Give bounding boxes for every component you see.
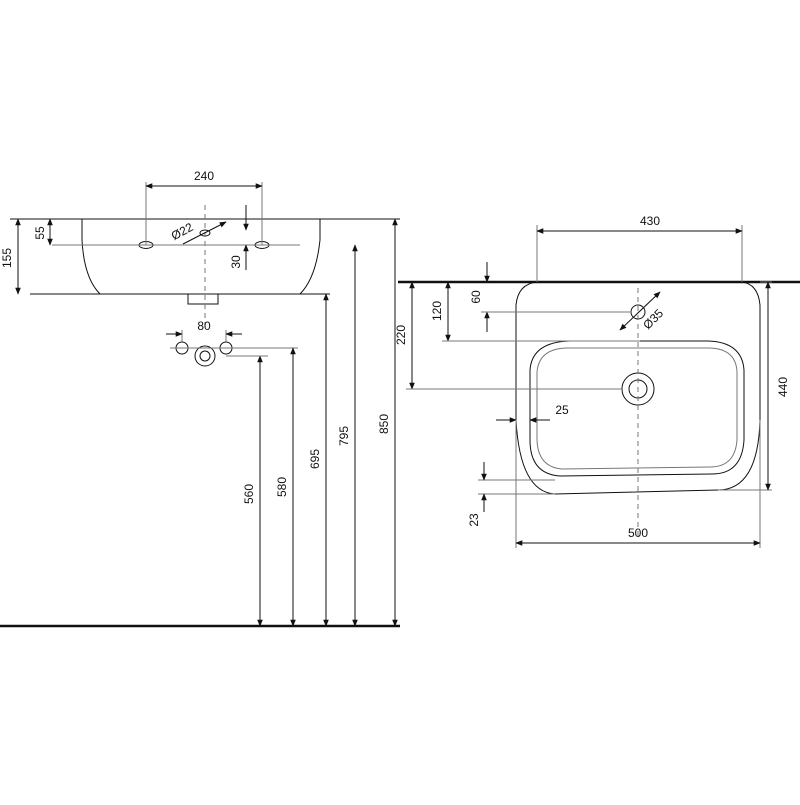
dim-30: 30 <box>229 255 243 269</box>
dim-695: 695 <box>308 449 322 469</box>
dim-850: 850 <box>377 414 391 434</box>
dim-d35: Ø35 <box>640 306 666 332</box>
dim-155: 155 <box>0 248 14 268</box>
dim-55: 55 <box>33 226 47 240</box>
dim-240: 240 <box>194 169 214 183</box>
waste-outlet <box>187 293 219 305</box>
fitting-center-inner <box>199 350 211 362</box>
basin-inner-bowl <box>529 340 745 477</box>
fitting-center-outer <box>194 345 216 367</box>
dim-560: 560 <box>242 484 256 504</box>
basin-inner-bowl-rim <box>536 347 738 470</box>
side-view: 240 55 155 Ø22 30 80 560 580 695 795 850 <box>0 169 400 628</box>
dim-795: 795 <box>337 426 351 446</box>
dim-80: 80 <box>197 319 211 333</box>
dim-580: 580 <box>275 477 289 497</box>
dim-220: 220 <box>394 325 408 345</box>
basin-outline <box>81 219 321 295</box>
dim-500: 500 <box>628 526 648 540</box>
dim-430: 430 <box>640 214 660 228</box>
dim-60: 60 <box>469 290 483 304</box>
dim-23: 23 <box>467 513 481 527</box>
top-view: 430 60 120 220 Ø35 25 440 23 <box>394 214 800 548</box>
dim-440: 440 <box>776 377 790 397</box>
dim-25: 25 <box>555 403 569 417</box>
dim-120: 120 <box>430 301 444 321</box>
